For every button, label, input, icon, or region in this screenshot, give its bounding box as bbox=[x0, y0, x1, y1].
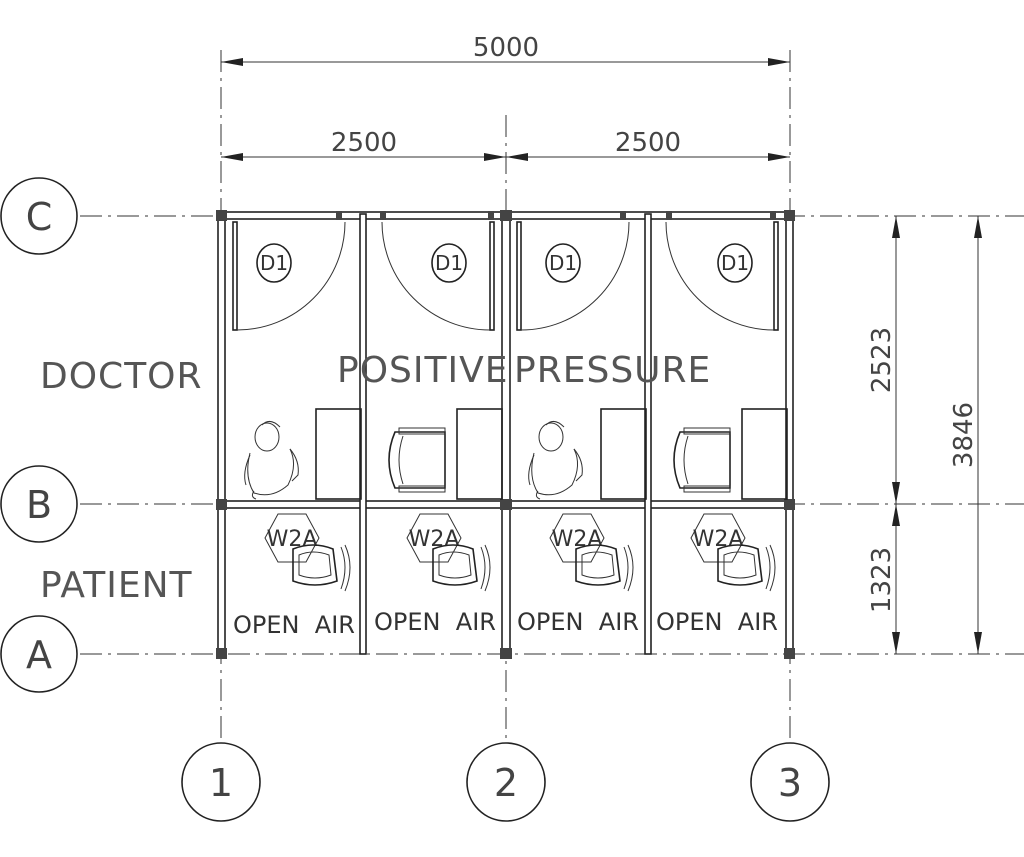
grid-bubble-1 bbox=[181, 742, 261, 822]
dimension-overall-width: 5000 bbox=[221, 33, 790, 66]
zone-label-pressure: PRESSURE bbox=[514, 350, 711, 391]
open-air-label-3: OPEN AIR bbox=[517, 608, 639, 636]
cabinet-1 bbox=[315, 408, 362, 500]
cabinet-3 bbox=[600, 408, 647, 500]
dimension-label-2523: 2523 bbox=[867, 327, 897, 393]
door-swings bbox=[232, 221, 779, 331]
svg-text:W2A: W2A bbox=[267, 527, 318, 552]
chair-4 bbox=[673, 427, 731, 493]
sink-fixture-4 bbox=[717, 544, 776, 592]
person-figure-3 bbox=[528, 421, 583, 500]
door-leaf-3 bbox=[516, 221, 522, 331]
door-leaf-4 bbox=[773, 221, 779, 331]
open-air-label-4: OPEN AIR bbox=[656, 608, 778, 636]
open-air-label-1: OPEN AIR bbox=[233, 611, 355, 639]
window-tag-1: W2A bbox=[264, 513, 320, 563]
door-tag-1 bbox=[256, 243, 292, 283]
open-air-label-2: OPEN AIR bbox=[374, 608, 496, 636]
cabinet-4 bbox=[741, 408, 788, 500]
cabinets bbox=[315, 408, 788, 500]
zone-label-doctor: DOCTOR bbox=[40, 356, 203, 397]
svg-text:D1: D1 bbox=[721, 251, 749, 275]
door-tags: D1 D1 D1 D1 bbox=[256, 243, 753, 283]
chair-2 bbox=[388, 427, 446, 493]
dimension-label-2500-left: 2500 bbox=[331, 128, 397, 158]
svg-text:D1: D1 bbox=[260, 251, 288, 275]
dimension-label-3846: 3846 bbox=[949, 402, 979, 468]
door-leaf-1 bbox=[232, 221, 238, 331]
dimension-label-1323: 1323 bbox=[867, 547, 897, 613]
window-tag-3: W2A bbox=[549, 513, 605, 563]
window-tag-2: W2A bbox=[406, 513, 462, 563]
grid-label-3: 3 bbox=[778, 761, 802, 805]
svg-text:D1: D1 bbox=[435, 251, 463, 275]
grid-label-a: A bbox=[26, 633, 52, 677]
grid-label-1: 1 bbox=[209, 761, 233, 805]
door-leaf-2 bbox=[489, 221, 495, 331]
dimension-vertical: 2523 3846 1323 bbox=[867, 216, 982, 654]
grid-label-2: 2 bbox=[494, 761, 518, 805]
dimension-label-5000: 5000 bbox=[473, 33, 539, 63]
sink-fixture-1 bbox=[292, 544, 351, 592]
svg-text:D1: D1 bbox=[549, 251, 577, 275]
dimension-label-2500-right: 2500 bbox=[615, 128, 681, 158]
zone-label-patient: PATIENT bbox=[40, 565, 193, 606]
door-tag-3 bbox=[545, 243, 581, 283]
door-tag-2 bbox=[431, 243, 467, 283]
grid-bubble-c bbox=[0, 177, 78, 255]
grid-label-b: B bbox=[26, 483, 52, 527]
svg-text:W2A: W2A bbox=[693, 527, 744, 552]
zone-label-positive: POSITIVE bbox=[337, 350, 509, 391]
cabinet-2 bbox=[456, 408, 503, 500]
booth-walls bbox=[216, 210, 795, 659]
sink-fixture-3 bbox=[575, 544, 634, 592]
sink-fixture-2 bbox=[432, 544, 491, 592]
grid-bubble-3 bbox=[750, 742, 830, 822]
grid-bubble-2 bbox=[466, 742, 546, 822]
door-tag-4 bbox=[717, 243, 753, 283]
grid-bubble-b bbox=[0, 465, 78, 543]
grid-label-c: C bbox=[26, 195, 53, 239]
grid-bubble-a bbox=[0, 615, 78, 693]
person-figure-1 bbox=[244, 421, 299, 500]
dimension-bay-widths: 2500 2500 bbox=[221, 128, 790, 161]
grid-bubbles: C B A 1 2 3 bbox=[0, 177, 830, 822]
window-tag-4: W2A bbox=[690, 513, 746, 563]
